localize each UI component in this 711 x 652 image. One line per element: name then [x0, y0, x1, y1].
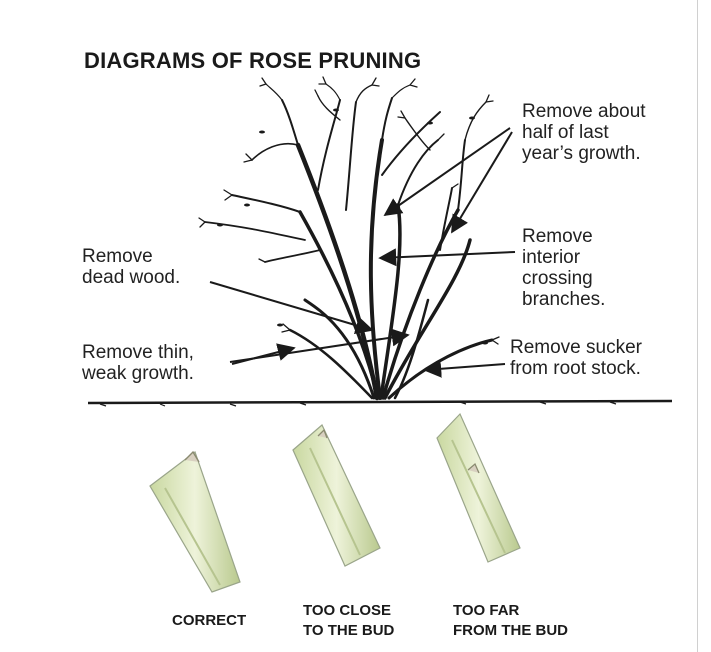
rose-bush — [198, 76, 500, 401]
stem-correct-cut — [149, 450, 241, 593]
label-remove-dead-wood: Remove dead wood. — [82, 246, 181, 288]
caption-correct: CORRECT — [172, 612, 247, 629]
label-remove-crossing-branches: Remove interior crossing branches. — [522, 226, 606, 310]
stem-too-close-cut — [292, 424, 381, 567]
caption-too-close: TOO CLOSE TO THE BUD — [303, 602, 395, 639]
label-remove-sucker: Remove sucker from root stock. — [510, 337, 642, 379]
stem-too-far-cut — [436, 412, 521, 563]
ground-line — [87, 399, 673, 407]
diagram-title: DIAGRAMS OF ROSE PRUNING — [84, 48, 422, 73]
page-edge — [697, 0, 711, 652]
callout-arrows — [209, 127, 516, 378]
caption-too-far: TOO FAR FROM THE BUD — [453, 602, 568, 639]
label-remove-half-growth: Remove about half of last year’s growth. — [522, 101, 646, 164]
label-remove-thin-growth: Remove thin, weak growth. — [82, 342, 194, 384]
